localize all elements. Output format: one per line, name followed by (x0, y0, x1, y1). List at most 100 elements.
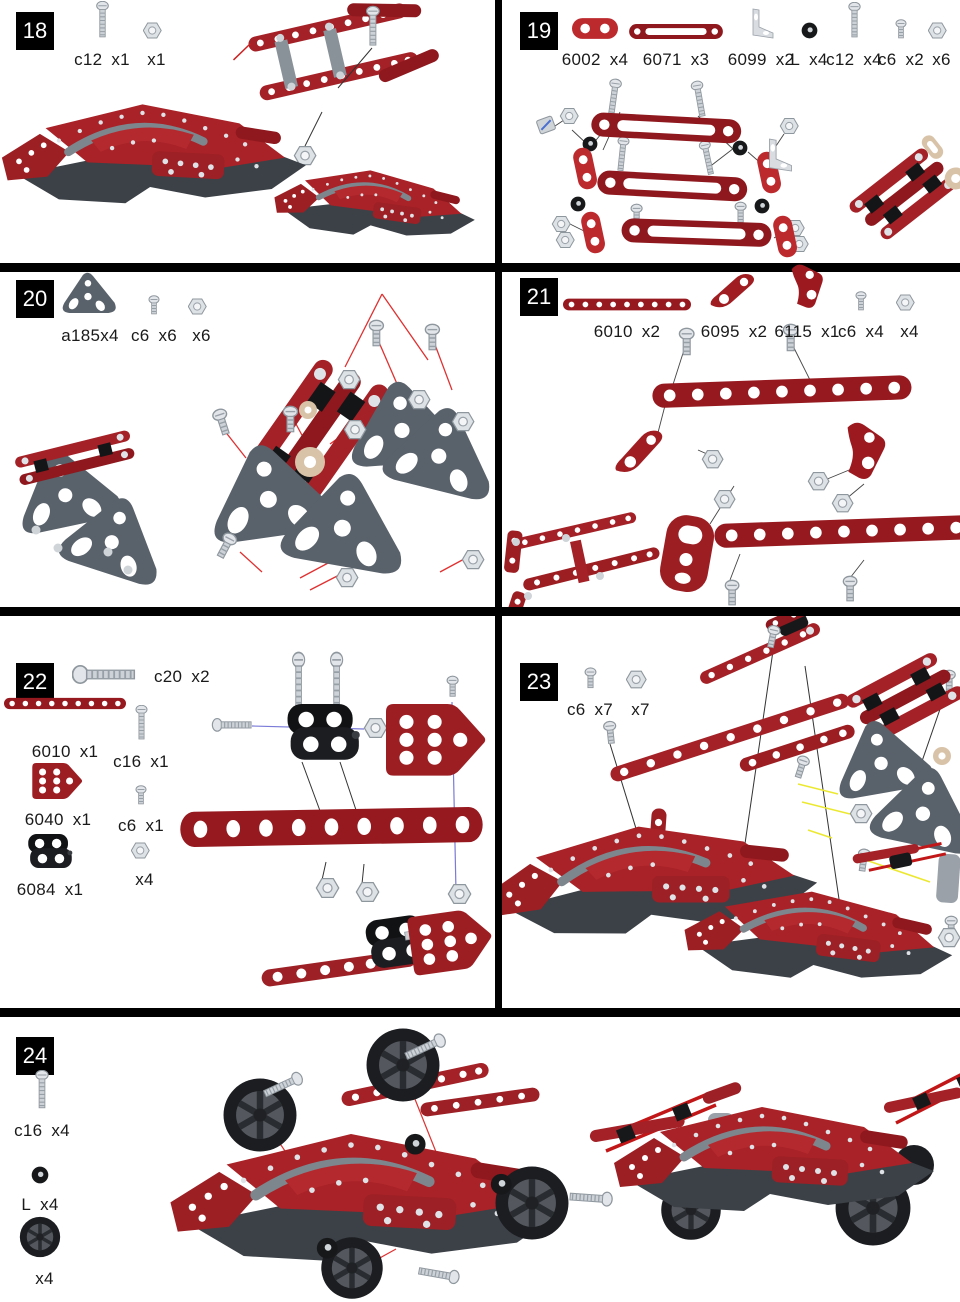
pentagon-plate-icon (32, 763, 84, 804)
part-entry: x7 (612, 660, 660, 720)
divider (0, 607, 960, 616)
panel-20-illustration (8, 293, 497, 591)
hinge-block-icon (27, 834, 73, 874)
part-label: x4 (35, 1269, 54, 1288)
panel-24-illustration (0, 1017, 960, 1302)
part-entry: x4 (12, 1215, 68, 1289)
short-screw-icon (855, 291, 867, 316)
nut-icon (142, 22, 162, 44)
nut-icon (625, 670, 647, 694)
grommet-icon (31, 1166, 49, 1189)
short-screw-icon (895, 19, 907, 44)
nine-hole-strip-icon (4, 696, 126, 716)
nut-icon (130, 842, 150, 864)
step-number-text: 24 (22, 1043, 48, 1068)
step-number: 19 (520, 12, 558, 50)
panel-18-illustration (0, 3, 497, 263)
part-entry: x4 (884, 284, 926, 342)
divider (0, 263, 960, 272)
short-screw-icon (148, 295, 160, 320)
step-number-text: 19 (526, 18, 552, 43)
panel-23-illustration (502, 616, 960, 1008)
part-label: x7 (631, 700, 650, 719)
part-entry: x1 (128, 6, 176, 70)
nut-icon (895, 294, 915, 316)
part-entry: x6 (918, 8, 956, 70)
step-number-text: 22 (22, 669, 48, 694)
short-screw-icon (135, 785, 147, 810)
nut-icon (187, 298, 207, 320)
step-number-text: 20 (22, 286, 48, 311)
part-label: x6 (932, 50, 951, 69)
part-label: x1 (147, 50, 166, 69)
short-screw-icon (584, 667, 597, 694)
slotted-strip-icon (629, 24, 723, 44)
panel-21-illustration (502, 323, 960, 607)
divider (495, 0, 502, 1017)
panel-19-illustration (536, 77, 960, 260)
wing-bracket-icon (788, 264, 826, 316)
part-label: x6 (192, 326, 211, 345)
part-entry: x4 (116, 842, 164, 890)
two-hole-strip-icon (572, 18, 618, 44)
long-screw-icon (847, 1, 861, 44)
divider (0, 1008, 960, 1017)
triangular-plate-icon (61, 272, 119, 320)
long-screw-icon (95, 0, 109, 44)
step-number: 21 (520, 278, 558, 316)
step-number-text: 18 (22, 18, 48, 43)
nine-hole-strip-icon (563, 298, 691, 316)
step-number: 24 (16, 1037, 54, 1075)
wheel-icon (18, 1215, 62, 1263)
step-number: 20 (16, 280, 54, 318)
step-number: 22 (16, 663, 54, 701)
part-entry: x6 (176, 282, 218, 346)
nut-icon (927, 22, 947, 44)
long-screw-icon (35, 1069, 49, 1115)
part-label: x4 (900, 322, 919, 341)
part-label: a185x4 (61, 326, 119, 345)
part-entry: a185x4 (50, 272, 130, 346)
step-number-text: 21 (526, 284, 552, 309)
long-screw-icon (135, 704, 148, 746)
angle-bracket-icon (747, 8, 775, 44)
